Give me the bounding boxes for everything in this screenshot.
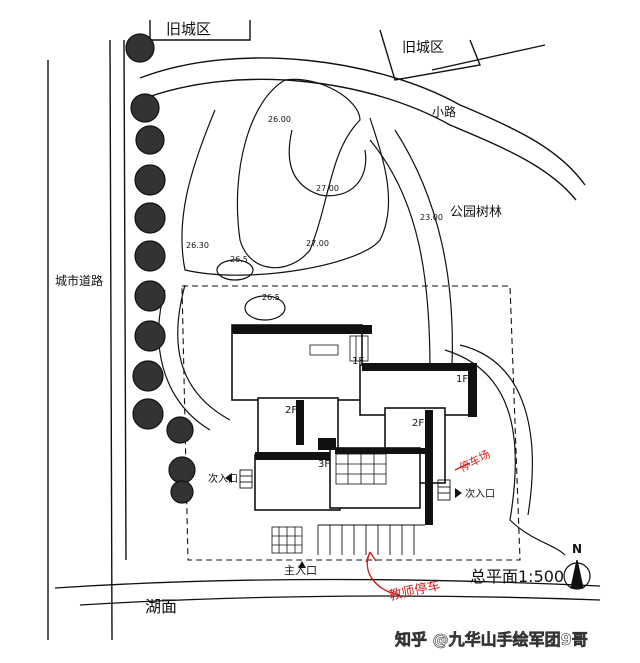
lake-shore — [54, 578, 601, 606]
contour-label: 26.30 — [186, 241, 209, 250]
parking-label: 停车场 — [457, 447, 493, 475]
floor-label-2f-a: 2F — [285, 405, 297, 416]
staff-parking-label: 教师停车 — [388, 577, 442, 603]
main-entrance-arrow-icon — [298, 561, 306, 568]
city-road-lines — [47, 39, 127, 641]
tree-row — [125, 33, 196, 504]
floor-label-2f-b: 2F — [412, 418, 424, 429]
old-city-label-top: 旧城区 — [166, 20, 211, 38]
main-entrance-label: 主入口 — [284, 564, 317, 577]
old-city-blocks — [149, 20, 546, 81]
entrance-stairs — [239, 469, 451, 501]
contour-label: 27.00 — [316, 184, 339, 193]
watermark: 知乎 @九华山手绘军团9哥 — [395, 630, 588, 649]
park-right-path — [369, 129, 453, 371]
contour-lines — [181, 78, 390, 276]
window-grids — [309, 335, 387, 485]
lake-label: 湖面 — [145, 597, 177, 616]
pond-medium — [244, 295, 286, 321]
left-entrance-arrow-icon — [225, 473, 232, 483]
walkway — [158, 284, 231, 431]
plan-title: 总平面1:500 — [470, 567, 564, 586]
old-city-label-right: 旧城区 — [402, 40, 444, 56]
park-path — [139, 57, 586, 201]
north-label: N — [572, 542, 582, 556]
right-entrance-arrow-icon — [455, 488, 462, 498]
city-road-label: 城市道路 — [55, 273, 103, 288]
right-entrance-label: 次入口 — [465, 487, 495, 500]
entrance-curve-path — [444, 344, 566, 556]
contour-label: 26.5 — [262, 293, 280, 302]
pond-small — [216, 259, 254, 281]
contour-label: 23.00 — [420, 213, 443, 222]
building-walls — [232, 325, 477, 525]
building-blocks — [231, 324, 476, 511]
floor-label-1f-a: 1F — [352, 356, 364, 367]
left-entrance-label: 次入口 — [208, 472, 238, 485]
courtyard-grid — [271, 526, 303, 554]
park-forest-label: 公园树林 — [450, 205, 502, 220]
contour-label: 26.00 — [268, 115, 291, 124]
path-label: 小路 — [432, 104, 456, 119]
floor-label-3f: 3F — [318, 459, 330, 470]
floor-label-1f-b: 1F — [456, 374, 468, 385]
contour-label: 26.5 — [230, 255, 248, 264]
red-annotation-strokes — [365, 462, 471, 596]
parking-bays — [317, 524, 425, 555]
contour-label: 27.00 — [306, 239, 329, 248]
north-arrow-icon — [563, 559, 591, 590]
